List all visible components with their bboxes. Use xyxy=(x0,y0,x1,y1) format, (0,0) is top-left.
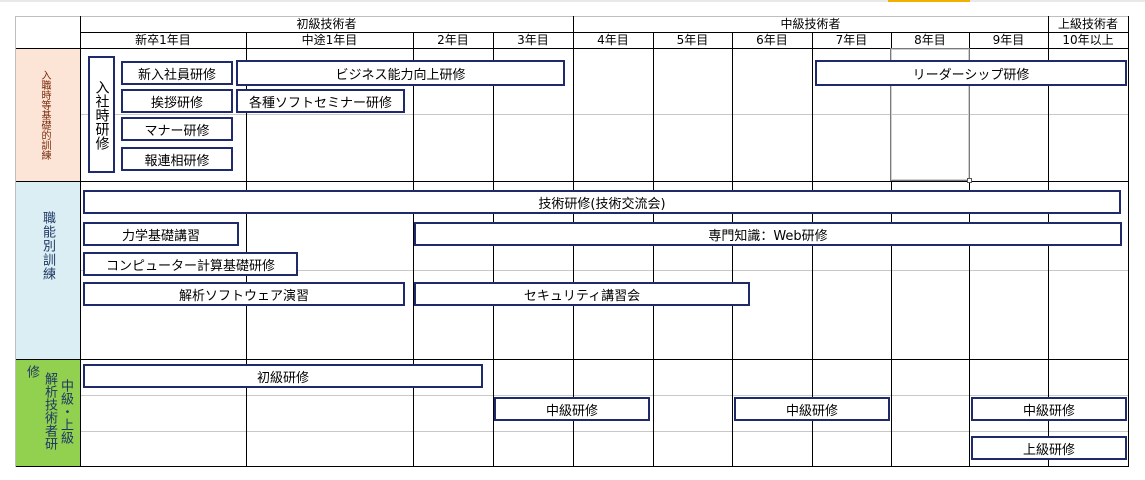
section-label-level-col-prefix: 修 xyxy=(24,364,39,378)
gridline xyxy=(15,16,1128,17)
gridline xyxy=(80,431,1128,432)
section-label-level-col-main: 解析技術者研 xyxy=(42,372,57,450)
box-software-seminar: 各種ソフトセミナー研修 xyxy=(236,89,405,113)
gridline xyxy=(1128,16,1129,467)
gridline xyxy=(732,32,733,467)
gridline xyxy=(15,466,1128,467)
header-group-senior: 上級技術者 xyxy=(1057,17,1118,31)
box-intermediate-training-3: 中級研修 xyxy=(971,397,1127,421)
col-header-new-grad: 新卒1年目 xyxy=(135,33,191,47)
gridline xyxy=(969,32,970,467)
box-business-skills-training: ビジネス能力向上研修 xyxy=(236,60,565,86)
gridline xyxy=(80,395,1128,396)
box-new-employee-training: 新入社員研修 xyxy=(121,61,233,85)
gridline xyxy=(891,32,892,467)
col-header-year8: 8年目 xyxy=(914,33,946,47)
section-band-entry xyxy=(15,48,80,181)
selected-cell[interactable] xyxy=(890,48,970,181)
box-orientation-training: 入社時研修 xyxy=(88,56,115,173)
col-header-year6: 6年目 xyxy=(756,33,788,47)
col-header-year10plus: 10年以上 xyxy=(1062,33,1114,47)
box-manners-training: マナー研修 xyxy=(121,117,233,141)
box-reporting-training: 報連相研修 xyxy=(121,147,233,171)
col-header-year5: 5年目 xyxy=(676,33,709,47)
section-label-entry: 入職時等基礎的訓練 xyxy=(39,70,50,160)
box-senior-training: 上級研修 xyxy=(971,436,1127,460)
box-greeting-training: 挨拶研修 xyxy=(121,89,233,113)
gridline xyxy=(15,359,1128,360)
section-band-skill xyxy=(15,181,80,359)
fill-handle[interactable] xyxy=(967,178,972,183)
gridline xyxy=(246,32,247,467)
col-header-year7: 7年目 xyxy=(835,33,868,47)
gridline xyxy=(653,32,654,467)
gridline xyxy=(812,32,813,467)
gridline xyxy=(80,16,81,467)
section-band-level xyxy=(15,359,80,467)
col-header-year3: 3年目 xyxy=(517,33,549,47)
gridline xyxy=(80,114,1128,115)
gridline xyxy=(15,48,1128,49)
box-web-training: 専門知識：Web研修 xyxy=(414,222,1122,246)
col-header-year2: 2年目 xyxy=(437,33,469,47)
box-mechanics-basics: 力学基礎講習 xyxy=(83,222,239,246)
col-header-mid-career: 中途1年目 xyxy=(301,33,358,47)
gridline xyxy=(15,16,16,467)
box-technical-training: 技術研修(技術交流会) xyxy=(83,190,1121,214)
box-junior-training: 初級研修 xyxy=(83,364,483,388)
col-header-year4: 4年目 xyxy=(597,33,629,47)
header-group-junior: 初級技術者 xyxy=(296,17,357,31)
section-label-skill: 職能別訓練 xyxy=(40,211,55,281)
box-analysis-software: 解析ソフトウェア演習 xyxy=(83,282,405,306)
gridline xyxy=(80,270,1128,271)
box-computing-basics: コンピューター計算基礎研修 xyxy=(83,252,298,276)
gridline xyxy=(413,32,414,467)
box-security-seminar: セキュリティ講習会 xyxy=(414,282,750,306)
box-intermediate-training-2: 中級研修 xyxy=(734,397,890,421)
box-intermediate-training-1: 中級研修 xyxy=(494,397,650,421)
gridline xyxy=(80,32,1128,33)
section-label-level-col-grade: 中級・上級 xyxy=(58,378,73,444)
header-group-mid: 中級技術者 xyxy=(780,17,841,31)
box-leadership-training: リーダーシップ研修 xyxy=(815,60,1127,86)
gridline xyxy=(15,181,1128,182)
selection-accent xyxy=(888,0,970,2)
gridline xyxy=(493,32,494,467)
top-strip xyxy=(0,0,1145,2)
col-header-year9: 9年目 xyxy=(992,33,1025,47)
